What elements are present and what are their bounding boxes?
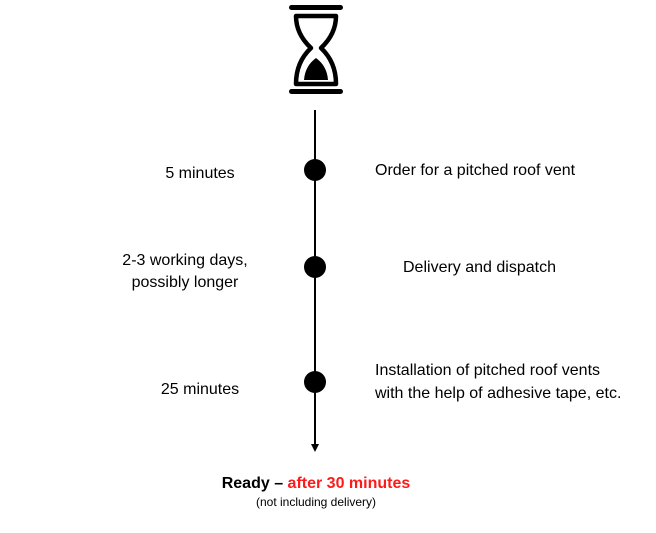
step-2-dot — [304, 256, 326, 278]
step-2-time-line1: 2-3 working days, — [122, 252, 248, 269]
result-note: (not including delivery) — [255, 495, 377, 509]
ready-text: Ready – — [221, 475, 284, 492]
step-3-dot — [304, 371, 326, 393]
step-1-desc: Order for a pitched roof vent — [375, 162, 576, 179]
step-2-desc: Delivery and dispatch — [403, 259, 556, 276]
step-1-dot — [304, 159, 326, 181]
result-label: Ready – after 30 minutes — [222, 473, 411, 495]
step-1-time: 5 minutes — [165, 165, 235, 182]
hourglass-icon — [289, 5, 343, 94]
step-3-desc-line2: with the help of adhesive tape, etc. — [375, 385, 622, 402]
step-3-desc-line1: Installation of pitched roof vents — [375, 362, 601, 379]
step-2-time-line2: possibly longer — [131, 274, 239, 291]
step-3-time: 25 minutes — [160, 381, 240, 398]
ready-highlight: after 30 minutes — [287, 475, 411, 492]
